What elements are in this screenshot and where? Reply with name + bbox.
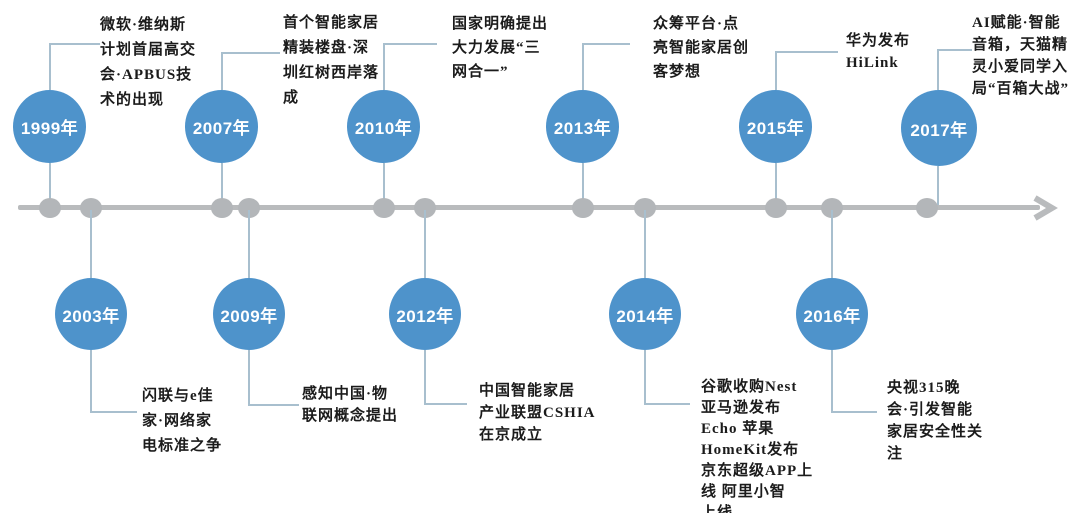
connector-elbow-horizontal [425,403,467,405]
connector-stem [831,210,833,278]
connector-elbow-vertical [937,49,939,90]
connector-elbow-vertical [221,52,223,90]
year-circle: 2010年 [347,90,420,163]
connector-elbow-horizontal [832,411,877,413]
year-text: 2010年 [354,119,413,138]
year-text: 2012年 [396,306,454,326]
connector-stem [221,163,223,205]
connector-elbow-vertical [90,350,92,413]
year-text: 1999年 [20,119,79,138]
year-circle: 2009年 [213,278,285,350]
connector-elbow-vertical [248,350,250,406]
year-text: 2017年 [910,120,968,140]
year-text: 2016年 [803,306,861,326]
connector-elbow-vertical [775,51,777,90]
year-circle: 2007年 [185,90,258,163]
timeline-node-dot [916,198,938,218]
timeline-node-dot [39,198,61,218]
event-label: 首个智能家居 精装楼盘·深 圳红树西岸落 成 [283,15,380,106]
connector-elbow-vertical [424,350,426,405]
timeline-axis [18,205,1040,210]
year-circle: 2014年 [609,278,681,350]
connector-elbow-vertical [644,350,646,405]
year-circle: 2016年 [796,278,868,350]
connector-elbow-horizontal [776,51,838,53]
year-circle: 1999年 [13,90,86,163]
event-label: AI赋能·智能 音箱，天猫精 灵小爱同学入 局“百箱大战” [972,15,1070,97]
event-label: 国家明确提出 大力发展“三 网合一” [452,16,549,80]
timeline-node-dot [211,198,233,218]
connector-elbow-horizontal [50,43,100,45]
year-text: 2003年 [62,306,120,326]
connector-stem [424,210,426,278]
timeline-node-dot [572,198,594,218]
year-text: 2007年 [192,119,251,138]
event-label: 华为发布 HiLink [846,33,911,71]
timeline-node-dot [765,198,787,218]
timeline-node-dot [634,198,656,218]
connector-stem [644,210,646,278]
event-label: 众筹平台·点 亮智能家居创 客梦想 [653,16,750,80]
timeline-node-dot [80,198,102,218]
connector-elbow-vertical [383,43,385,90]
timeline-node-dot [821,198,843,218]
year-circle: 2003年 [55,278,127,350]
connector-stem [582,163,584,205]
connector-elbow-horizontal [583,43,630,45]
connector-elbow-vertical [582,43,584,90]
connector-elbow-horizontal [938,49,972,51]
year-circle: 2012年 [389,278,461,350]
connector-stem [49,163,51,205]
timeline-node-dot [373,198,395,218]
year-circle: 2017年 [901,90,977,166]
year-text: 2013年 [553,119,612,138]
timeline-node-dot [414,198,436,218]
connector-elbow-vertical [831,350,833,413]
year-text: 2015年 [746,119,805,138]
event-label: 央视315晚 会·引发智能 家居安全性关 注 [887,380,984,462]
connector-elbow-horizontal [645,403,690,405]
event-label: 微软·维纳斯 计划首届高交 会·APBUS技 术的出现 [100,17,197,108]
event-label: 闪联与e佳 家·网络家 电标准之争 [142,388,223,454]
year-circle: 2015年 [739,90,812,163]
event-label: 中国智能家居 产业联盟CSHIA 在京成立 [479,383,596,443]
connector-stem [775,163,777,205]
event-label: 感知中国·物 联网概念提出 [302,386,399,424]
year-text: 2009年 [220,306,278,326]
event-label: 谷歌收购Nest 亚马逊发布 Echo 苹果 HomeKit发布 京东超级APP… [701,379,814,513]
timeline-arrow-icon [1033,195,1058,221]
timeline-node-dot [238,198,260,218]
connector-stem [248,210,250,278]
year-text: 2014年 [616,306,674,326]
connector-stem [383,163,385,205]
year-circle: 2013年 [546,90,619,163]
connector-elbow-vertical [49,43,51,90]
connector-stem [90,210,92,278]
connector-elbow-horizontal [222,52,280,54]
connector-elbow-horizontal [249,404,299,406]
connector-stem [937,166,939,205]
connector-elbow-horizontal [384,43,437,45]
connector-elbow-horizontal [91,411,137,413]
